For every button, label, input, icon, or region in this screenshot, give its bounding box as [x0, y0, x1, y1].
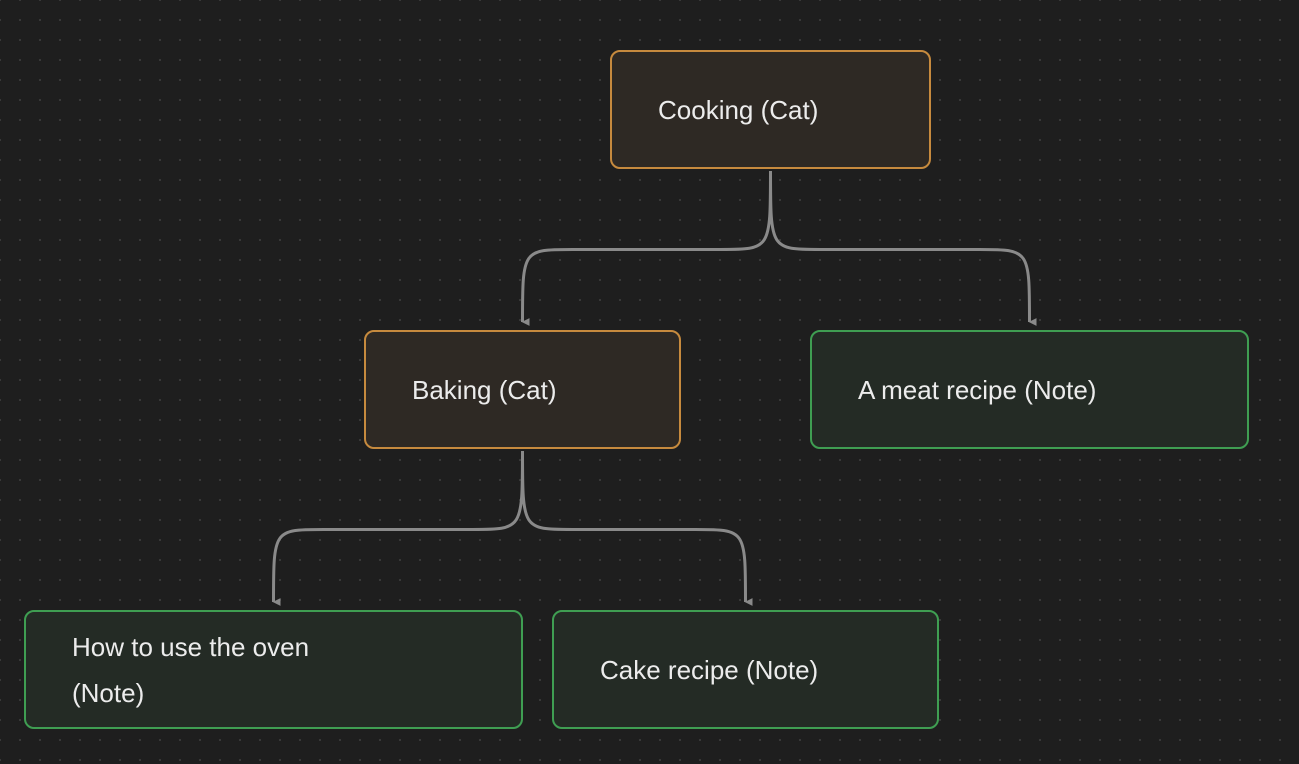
- node-label: Cake recipe (Note): [600, 654, 819, 685]
- node-baking-category[interactable]: Baking (Cat): [364, 330, 681, 449]
- node-cooking-category[interactable]: Cooking (Cat): [610, 50, 931, 169]
- node-label: How to use the oven (Note): [72, 631, 310, 708]
- edge-baking-to-oven: [272, 450, 524, 607]
- node-cake-recipe-note[interactable]: Cake recipe (Note): [552, 610, 939, 729]
- node-meat-recipe-note[interactable]: A meat recipe (Note): [810, 330, 1249, 449]
- node-label: Cooking (Cat): [658, 94, 819, 125]
- edge-baking-to-cake: [521, 450, 753, 606]
- node-label: Baking (Cat): [412, 374, 557, 405]
- node-oven-note[interactable]: How to use the oven (Note): [24, 610, 523, 729]
- edge-cooking-to-baking: [521, 170, 772, 327]
- edge-cooking-to-meat: [769, 170, 1037, 326]
- node-label: A meat recipe (Note): [858, 374, 1097, 405]
